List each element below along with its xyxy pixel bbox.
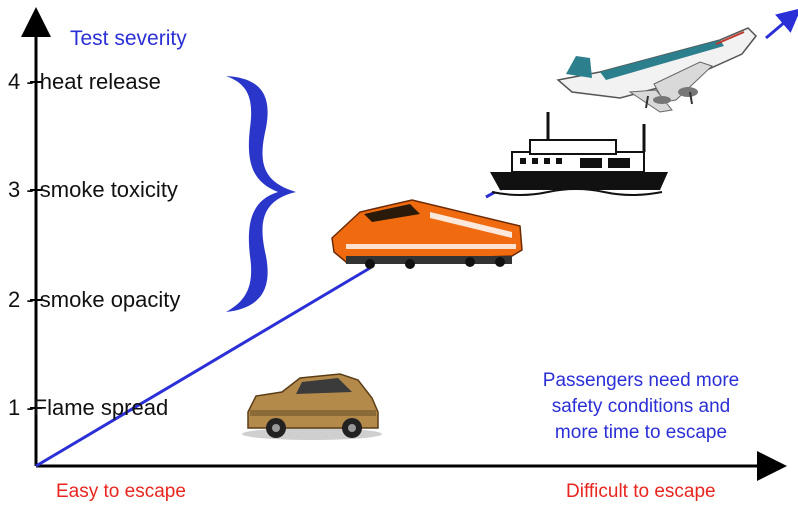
level-1-label: 1 -Flame spread — [8, 395, 169, 420]
y-axis-ticks — [30, 81, 42, 409]
airplane-icon — [556, 27, 757, 113]
car-icon — [242, 373, 382, 440]
level-4-label: 4 - heat release — [8, 69, 161, 94]
x-axis-right-label: Difficult to escape — [566, 481, 716, 502]
passenger-note: Passengers need more safety conditions a… — [506, 368, 776, 446]
passenger-note-line-1: Passengers need more — [542, 370, 740, 391]
severity-trend-line — [35, 266, 371, 468]
train-icon — [331, 199, 523, 269]
ship-icon — [490, 112, 668, 196]
passenger-note-line-2: safety conditions and — [551, 396, 731, 417]
level-3-label: 3 - smoke toxicity — [8, 177, 178, 202]
chart-title: Test severity — [70, 27, 187, 50]
grouping-brace — [226, 76, 296, 312]
passenger-note-line-3: more time to escape — [554, 422, 728, 443]
level-2-label: 2 - smoke opacity — [8, 287, 181, 312]
x-axis-left-label: Easy to escape — [56, 481, 186, 502]
severity-trend-line-end — [765, 8, 798, 40]
